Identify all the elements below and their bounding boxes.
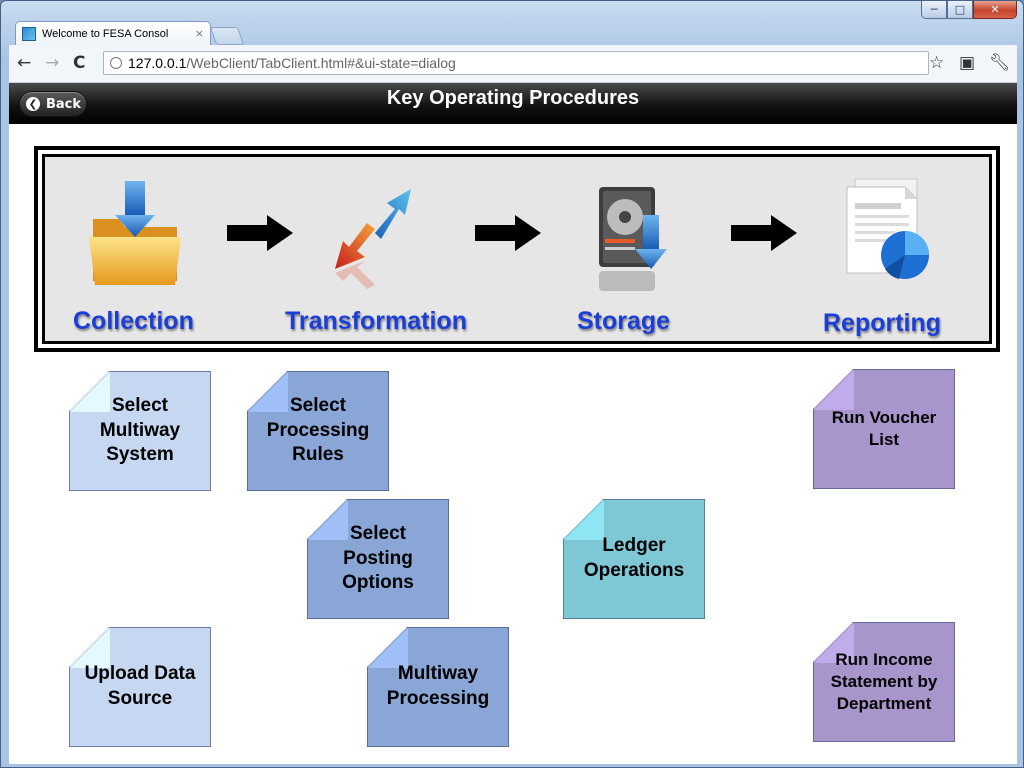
card-ledger-operations[interactable]: Ledger Operations bbox=[563, 499, 705, 619]
arrow-right-icon bbox=[475, 215, 541, 251]
maximize-icon[interactable]: □ bbox=[947, 1, 973, 19]
card-label: Select Processing Rules bbox=[266, 394, 370, 466]
card-multiway-processing[interactable]: Multiway Processing bbox=[367, 627, 509, 747]
arrow-right-icon bbox=[731, 215, 797, 251]
card-label: Run Voucher List bbox=[831, 407, 937, 449]
arrow-right-icon bbox=[227, 215, 293, 251]
card-label: Ledger Operations bbox=[583, 535, 685, 581]
page-title: Key Operating Procedures bbox=[386, 87, 640, 109]
reload-icon[interactable]: C bbox=[73, 53, 86, 73]
page-icon[interactable]: ▣ bbox=[959, 53, 976, 73]
wrench-icon[interactable]: 🔧︎ bbox=[989, 53, 1011, 73]
card-upload-data-source[interactable]: Upload Data Source bbox=[69, 627, 211, 747]
star-icon[interactable]: ☆ bbox=[929, 53, 945, 73]
card-select-multiway-system[interactable]: Select Multiway System bbox=[69, 371, 211, 491]
browser-tab[interactable]: Welcome to FESA Consol × bbox=[15, 21, 211, 45]
browser-toolbar: ← → C 127.0.0.1/WebClient/TabClient.html… bbox=[9, 45, 1017, 83]
back-button[interactable]: ❮ Back bbox=[19, 91, 87, 117]
back-button-label: Back bbox=[46, 96, 82, 112]
stage-label: Storage bbox=[577, 307, 671, 335]
minimize-icon[interactable]: ─ bbox=[921, 1, 947, 19]
stage-label: Reporting bbox=[823, 309, 942, 337]
forward-arrow-icon[interactable]: → bbox=[45, 53, 60, 73]
close-window-icon[interactable]: ✕ bbox=[973, 1, 1017, 19]
main-content: Collection bbox=[9, 124, 1017, 764]
globe-icon bbox=[110, 57, 122, 69]
process-flow: Collection bbox=[34, 146, 1000, 352]
card-label: Upload Data Source bbox=[84, 663, 196, 709]
url-host: 127.0.0.1 bbox=[128, 55, 187, 71]
hard-drive-icon bbox=[599, 187, 667, 291]
tab-title: Welcome to FESA Consol bbox=[42, 27, 169, 40]
card-select-processing-rules[interactable]: Select Processing Rules bbox=[247, 371, 389, 491]
card-run-income-statement[interactable]: Run Income Statement by Department bbox=[813, 622, 955, 742]
url-path: /WebClient/TabClient.html#&ui-state=dial… bbox=[186, 55, 456, 71]
tab-close-icon[interactable]: × bbox=[194, 27, 204, 40]
new-tab-button[interactable] bbox=[209, 27, 245, 45]
card-label: Select Posting Options bbox=[342, 522, 414, 594]
card-label: Multiway Processing bbox=[386, 663, 490, 709]
card-label: Run Income Statement by Department bbox=[830, 649, 938, 714]
card-run-voucher-list[interactable]: Run Voucher List bbox=[813, 369, 955, 489]
favicon-icon bbox=[22, 26, 36, 41]
app-header: ❮ Back Key Operating Procedures bbox=[9, 83, 1017, 124]
card-select-posting-options[interactable]: Select Posting Options bbox=[307, 499, 449, 619]
card-label: Select Multiway System bbox=[99, 394, 181, 466]
stage-label: Transformation bbox=[285, 307, 467, 335]
report-chart-icon bbox=[846, 178, 929, 279]
folder-download-icon bbox=[89, 181, 181, 285]
stage-label: Collection bbox=[73, 307, 194, 335]
transform-arrows-icon bbox=[335, 189, 411, 289]
address-bar[interactable]: 127.0.0.1/WebClient/TabClient.html#&ui-s… bbox=[103, 51, 929, 75]
back-arrow-icon[interactable]: ← bbox=[17, 53, 32, 73]
chevron-left-icon: ❮ bbox=[26, 97, 40, 111]
window-controls: ─ □ ✕ bbox=[921, 1, 1017, 19]
